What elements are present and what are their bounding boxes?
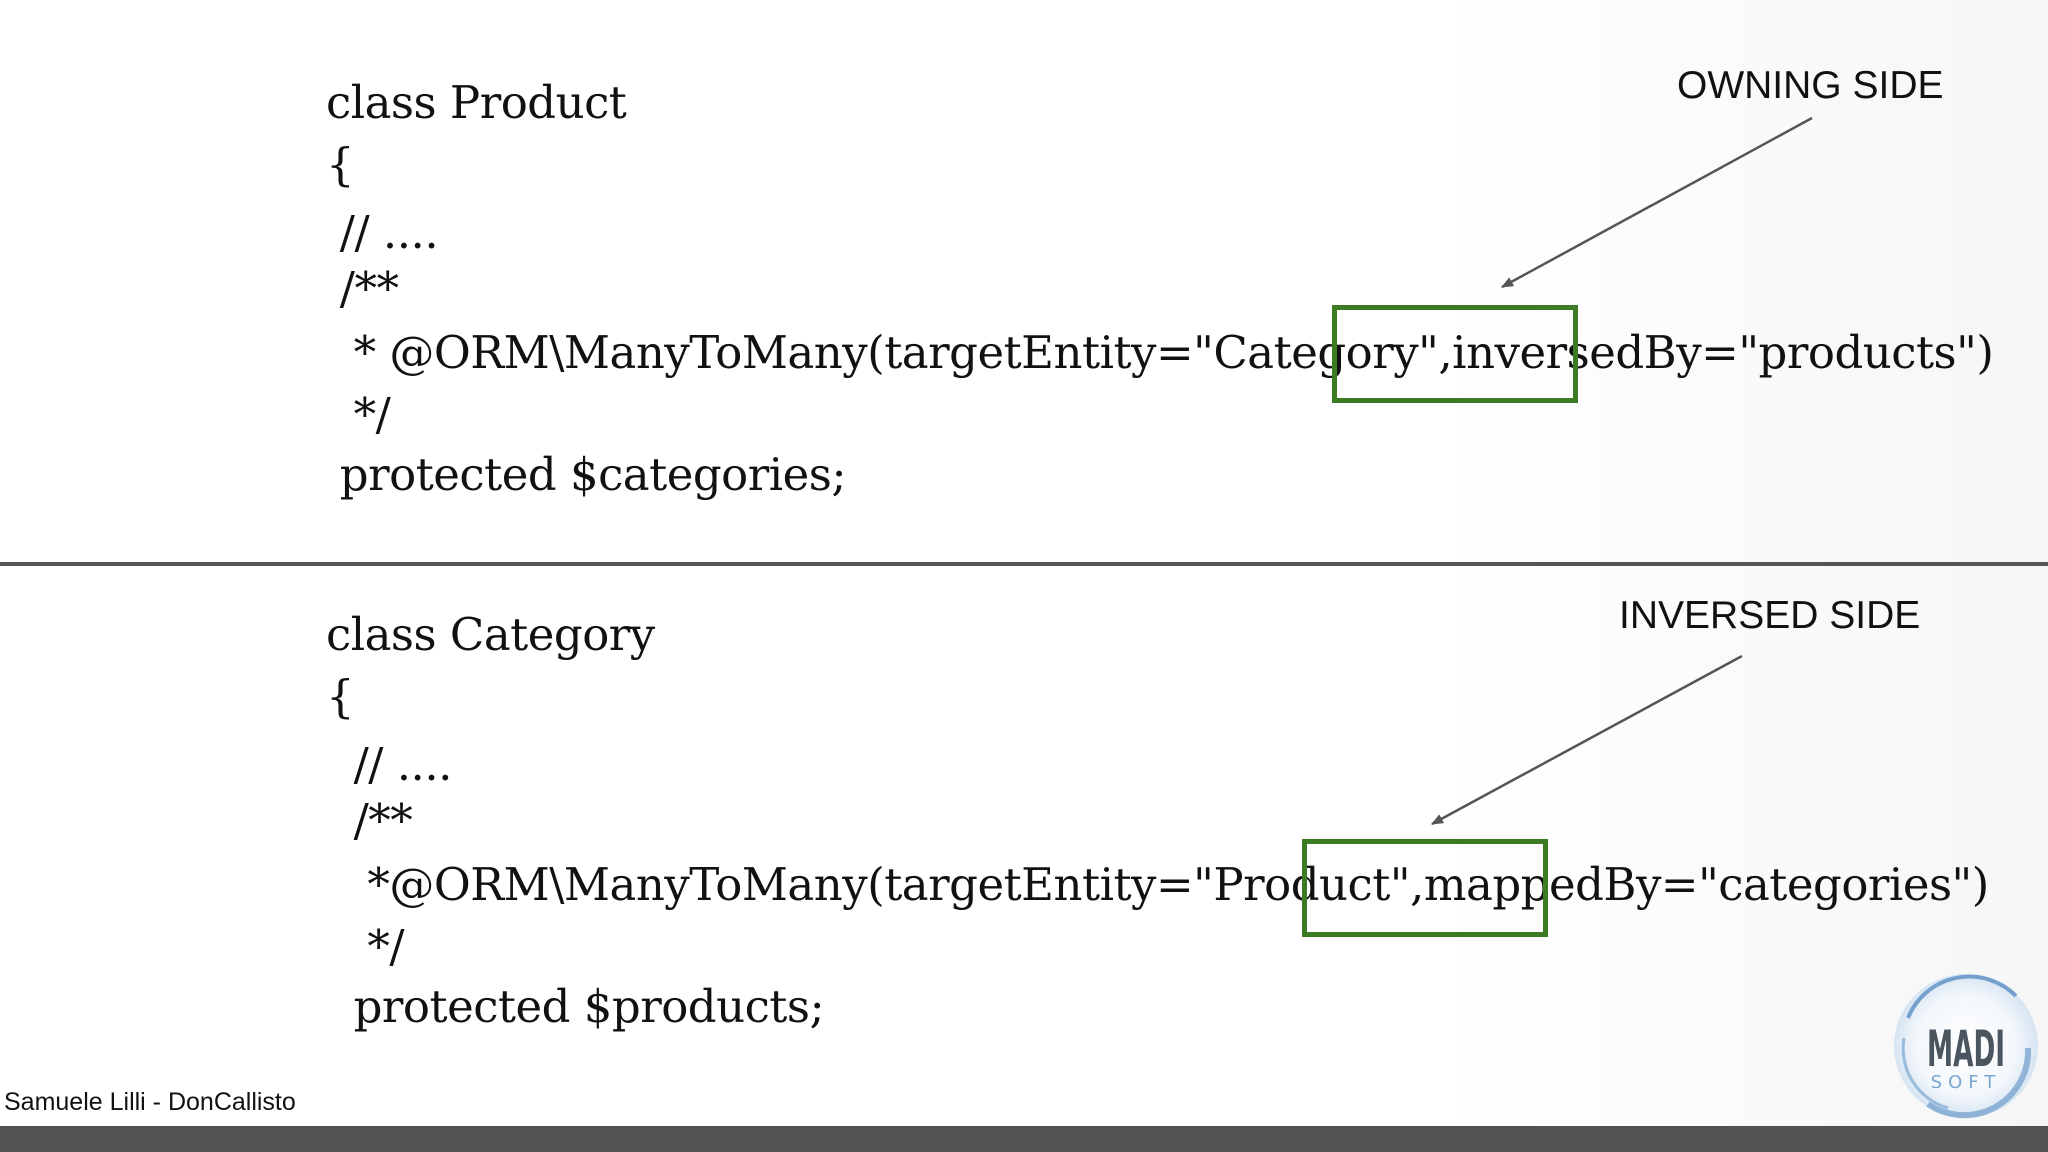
section-divider: [0, 562, 2048, 566]
code-line: */: [326, 388, 391, 441]
code-line: class Category: [326, 608, 655, 661]
footer-bar: [0, 1126, 2048, 1152]
madisoft-logo: MADI SOFT: [1894, 974, 2038, 1119]
code-line: /**: [326, 794, 413, 847]
inversed-side-label: INVERSED SIDE: [1619, 594, 1921, 637]
owning-side-arrow: [1501, 116, 1813, 289]
code-line: /**: [326, 262, 399, 315]
owning-side-label: OWNING SIDE: [1677, 64, 1944, 107]
code-line: class Product: [326, 76, 627, 129]
code-line: */: [326, 920, 405, 973]
logo-text-top: MADI: [1927, 1020, 2005, 1078]
code-line: {: [326, 138, 355, 191]
code-line: {: [326, 670, 355, 723]
code-line: *@ORM\ManyToMany(targetEntity="Product",…: [326, 858, 1989, 911]
author-credit: Samuele Lilli - DonCallisto: [4, 1088, 296, 1116]
mappedby-highlight-box: [1302, 839, 1548, 937]
inversedby-highlight-box: [1332, 305, 1578, 403]
inversed-side-arrow: [1431, 654, 1743, 826]
code-line: // ....: [326, 738, 453, 791]
logo-text-bottom: SOFT: [1931, 1072, 2002, 1093]
code-line: protected $categories;: [326, 448, 847, 501]
code-line: // ....: [326, 206, 439, 259]
code-line: protected $products;: [326, 980, 825, 1033]
code-line: * @ORM\ManyToMany(targetEntity="Category…: [326, 326, 1994, 379]
